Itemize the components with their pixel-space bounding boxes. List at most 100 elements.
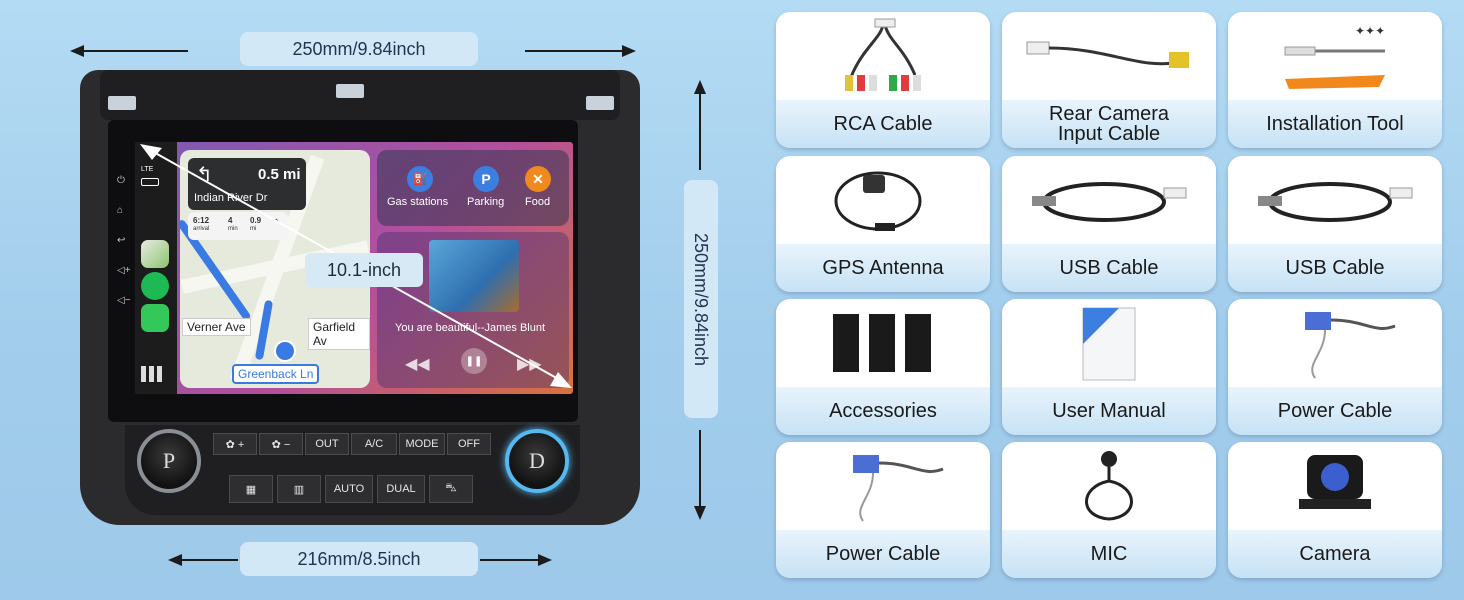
product-label: Installation Tool	[1228, 100, 1442, 148]
status-lte: LTE	[141, 166, 154, 173]
eta-minutes: 4	[228, 216, 233, 225]
width-dimension-label: 250mm/9.84inch	[240, 32, 478, 66]
ac-button[interactable]: A/C	[351, 433, 397, 455]
product-card: User Manual	[1002, 299, 1216, 435]
width-arrow-right	[525, 50, 625, 52]
volume-down-icon[interactable]: ◁−	[117, 295, 131, 306]
fan-up-button[interactable]: ✿ +	[213, 433, 257, 455]
auto-button[interactable]: AUTO	[325, 475, 373, 503]
power-cable-icon	[1228, 299, 1442, 389]
off-button[interactable]: OFF	[447, 433, 491, 455]
side-button-rail: ⏻ ⌂ ↩ ◁+ ◁−	[113, 130, 135, 400]
vent-slot	[336, 84, 364, 98]
product-label: RCA Cable	[776, 100, 990, 148]
right-knob[interactable]: D	[505, 429, 569, 493]
svg-text:✦✦✦: ✦✦✦	[1355, 24, 1385, 38]
product-card: GPS Antenna	[776, 156, 990, 292]
product-label: User Manual	[1002, 387, 1216, 435]
expand-icon[interactable]: ⌃	[272, 218, 281, 229]
product-label: GPS Antenna	[776, 244, 990, 292]
product-label: Accessories	[776, 387, 990, 435]
eta-miles: 0.9	[250, 216, 262, 225]
product-label: USB Cable	[1228, 244, 1442, 292]
eta-minutes-unit: min	[228, 226, 238, 232]
width-arrowhead-right	[622, 45, 636, 57]
volume-up-icon[interactable]: ◁+	[117, 265, 131, 276]
eta-miles-unit: mi	[250, 226, 257, 232]
product-card: USB Cable	[1228, 156, 1442, 292]
width-arrowhead-left	[70, 45, 84, 57]
usb-cable-icon	[1228, 156, 1442, 246]
left-knob[interactable]: P	[137, 429, 201, 493]
climate-control-panel: P D ✿ + ✿ − OUT A/C MODE OFF ▦ ▥ AUTO DU…	[125, 425, 580, 515]
screen-size-label: 10.1-inch	[305, 253, 423, 287]
song-title: You are beautiful--James Blunt	[395, 322, 546, 334]
product-card: Power Cable	[776, 442, 990, 578]
bottom-arrowhead-left	[168, 554, 182, 566]
food-label: Food	[525, 196, 551, 208]
mode-button[interactable]: MODE	[399, 433, 445, 455]
product-label: USB Cable	[1002, 244, 1216, 292]
fork-knife-icon[interactable]: ✕	[525, 166, 551, 192]
rear-camera-cable-icon	[1002, 12, 1216, 102]
map-street-label: Greenback Ln	[232, 364, 320, 384]
vent-slot	[108, 96, 136, 110]
product-label: Rear Camera Input Cable	[1002, 100, 1216, 148]
product-card: Rear Camera Input Cable	[1002, 12, 1216, 148]
gas-pump-icon[interactable]: ⛽	[407, 166, 433, 192]
location-arrow-icon	[274, 340, 296, 362]
pause-icon[interactable]: ❚❚	[461, 348, 487, 374]
power-icon[interactable]: ⏻	[117, 175, 125, 186]
product-card: MIC	[1002, 442, 1216, 578]
height-dimension-pill: 250mm/9.84inch	[684, 180, 718, 418]
height-arrowhead-bottom	[694, 506, 706, 520]
microphone-icon	[1002, 442, 1216, 532]
turn-left-icon: ↰	[196, 164, 213, 186]
fan-down-button[interactable]: ✿ −	[259, 433, 303, 455]
out-button[interactable]: OUT	[305, 433, 349, 455]
dash-vent-bar	[100, 70, 620, 120]
manual-book-icon	[1002, 299, 1216, 389]
bottom-arrow-left	[178, 559, 238, 561]
back-icon[interactable]: ↩	[117, 235, 126, 246]
product-card: ✦✦✦ Installation Tool	[1228, 12, 1442, 148]
product-label: MIC	[1002, 530, 1216, 578]
product-card: RCA Cable	[776, 12, 990, 148]
width-arrow-left	[80, 50, 188, 52]
product-card: Camera	[1228, 442, 1442, 578]
eta-arrival-unit: arrival	[193, 226, 210, 232]
bottom-arrowhead-right	[538, 554, 552, 566]
product-card: USB Cable	[1002, 156, 1216, 292]
map-street-label: Garfield Av	[308, 318, 370, 350]
height-arrow-bottom	[699, 430, 701, 510]
height-dimension-label: 250mm/9.84inch	[691, 232, 712, 366]
suggestions-tile: ⛽ Gas stations P Parking ✕ Food	[377, 150, 569, 226]
rear-defrost-button[interactable]: ▥	[277, 475, 321, 503]
app-grid-icon[interactable]	[141, 366, 163, 382]
product-label: Power Cable	[776, 530, 990, 578]
recirculate-button[interactable]: ⛍	[429, 475, 473, 503]
map-street-label: Verner Ave	[182, 318, 251, 336]
spotify-app-icon[interactable]	[141, 272, 169, 300]
installation-tool-icon: ✦✦✦	[1228, 12, 1442, 102]
parking-icon[interactable]: P	[473, 166, 499, 192]
product-card: Accessories	[776, 299, 990, 435]
bottom-arrow-right	[480, 559, 540, 561]
album-art	[429, 240, 519, 312]
rca-cable-icon	[776, 12, 990, 102]
product-label: Camera	[1228, 530, 1442, 578]
usb-cable-icon	[1002, 156, 1216, 246]
turn-distance: 0.5 mi	[258, 166, 301, 183]
mounting-clip-icon	[776, 299, 990, 389]
front-defrost-button[interactable]: ▦	[229, 475, 273, 503]
bottom-dimension-label: 216mm/8.5inch	[240, 542, 478, 576]
messages-app-icon[interactable]	[141, 304, 169, 332]
backup-camera-icon	[1228, 442, 1442, 532]
home-icon[interactable]: ⌂	[117, 205, 124, 216]
maps-app-icon[interactable]	[141, 240, 169, 268]
product-card: Power Cable	[1228, 299, 1442, 435]
forward-icon[interactable]: ▶▶	[517, 356, 542, 373]
rewind-icon[interactable]: ◀◀	[405, 356, 430, 373]
dual-button[interactable]: DUAL	[377, 475, 425, 503]
vent-slot	[586, 96, 614, 110]
